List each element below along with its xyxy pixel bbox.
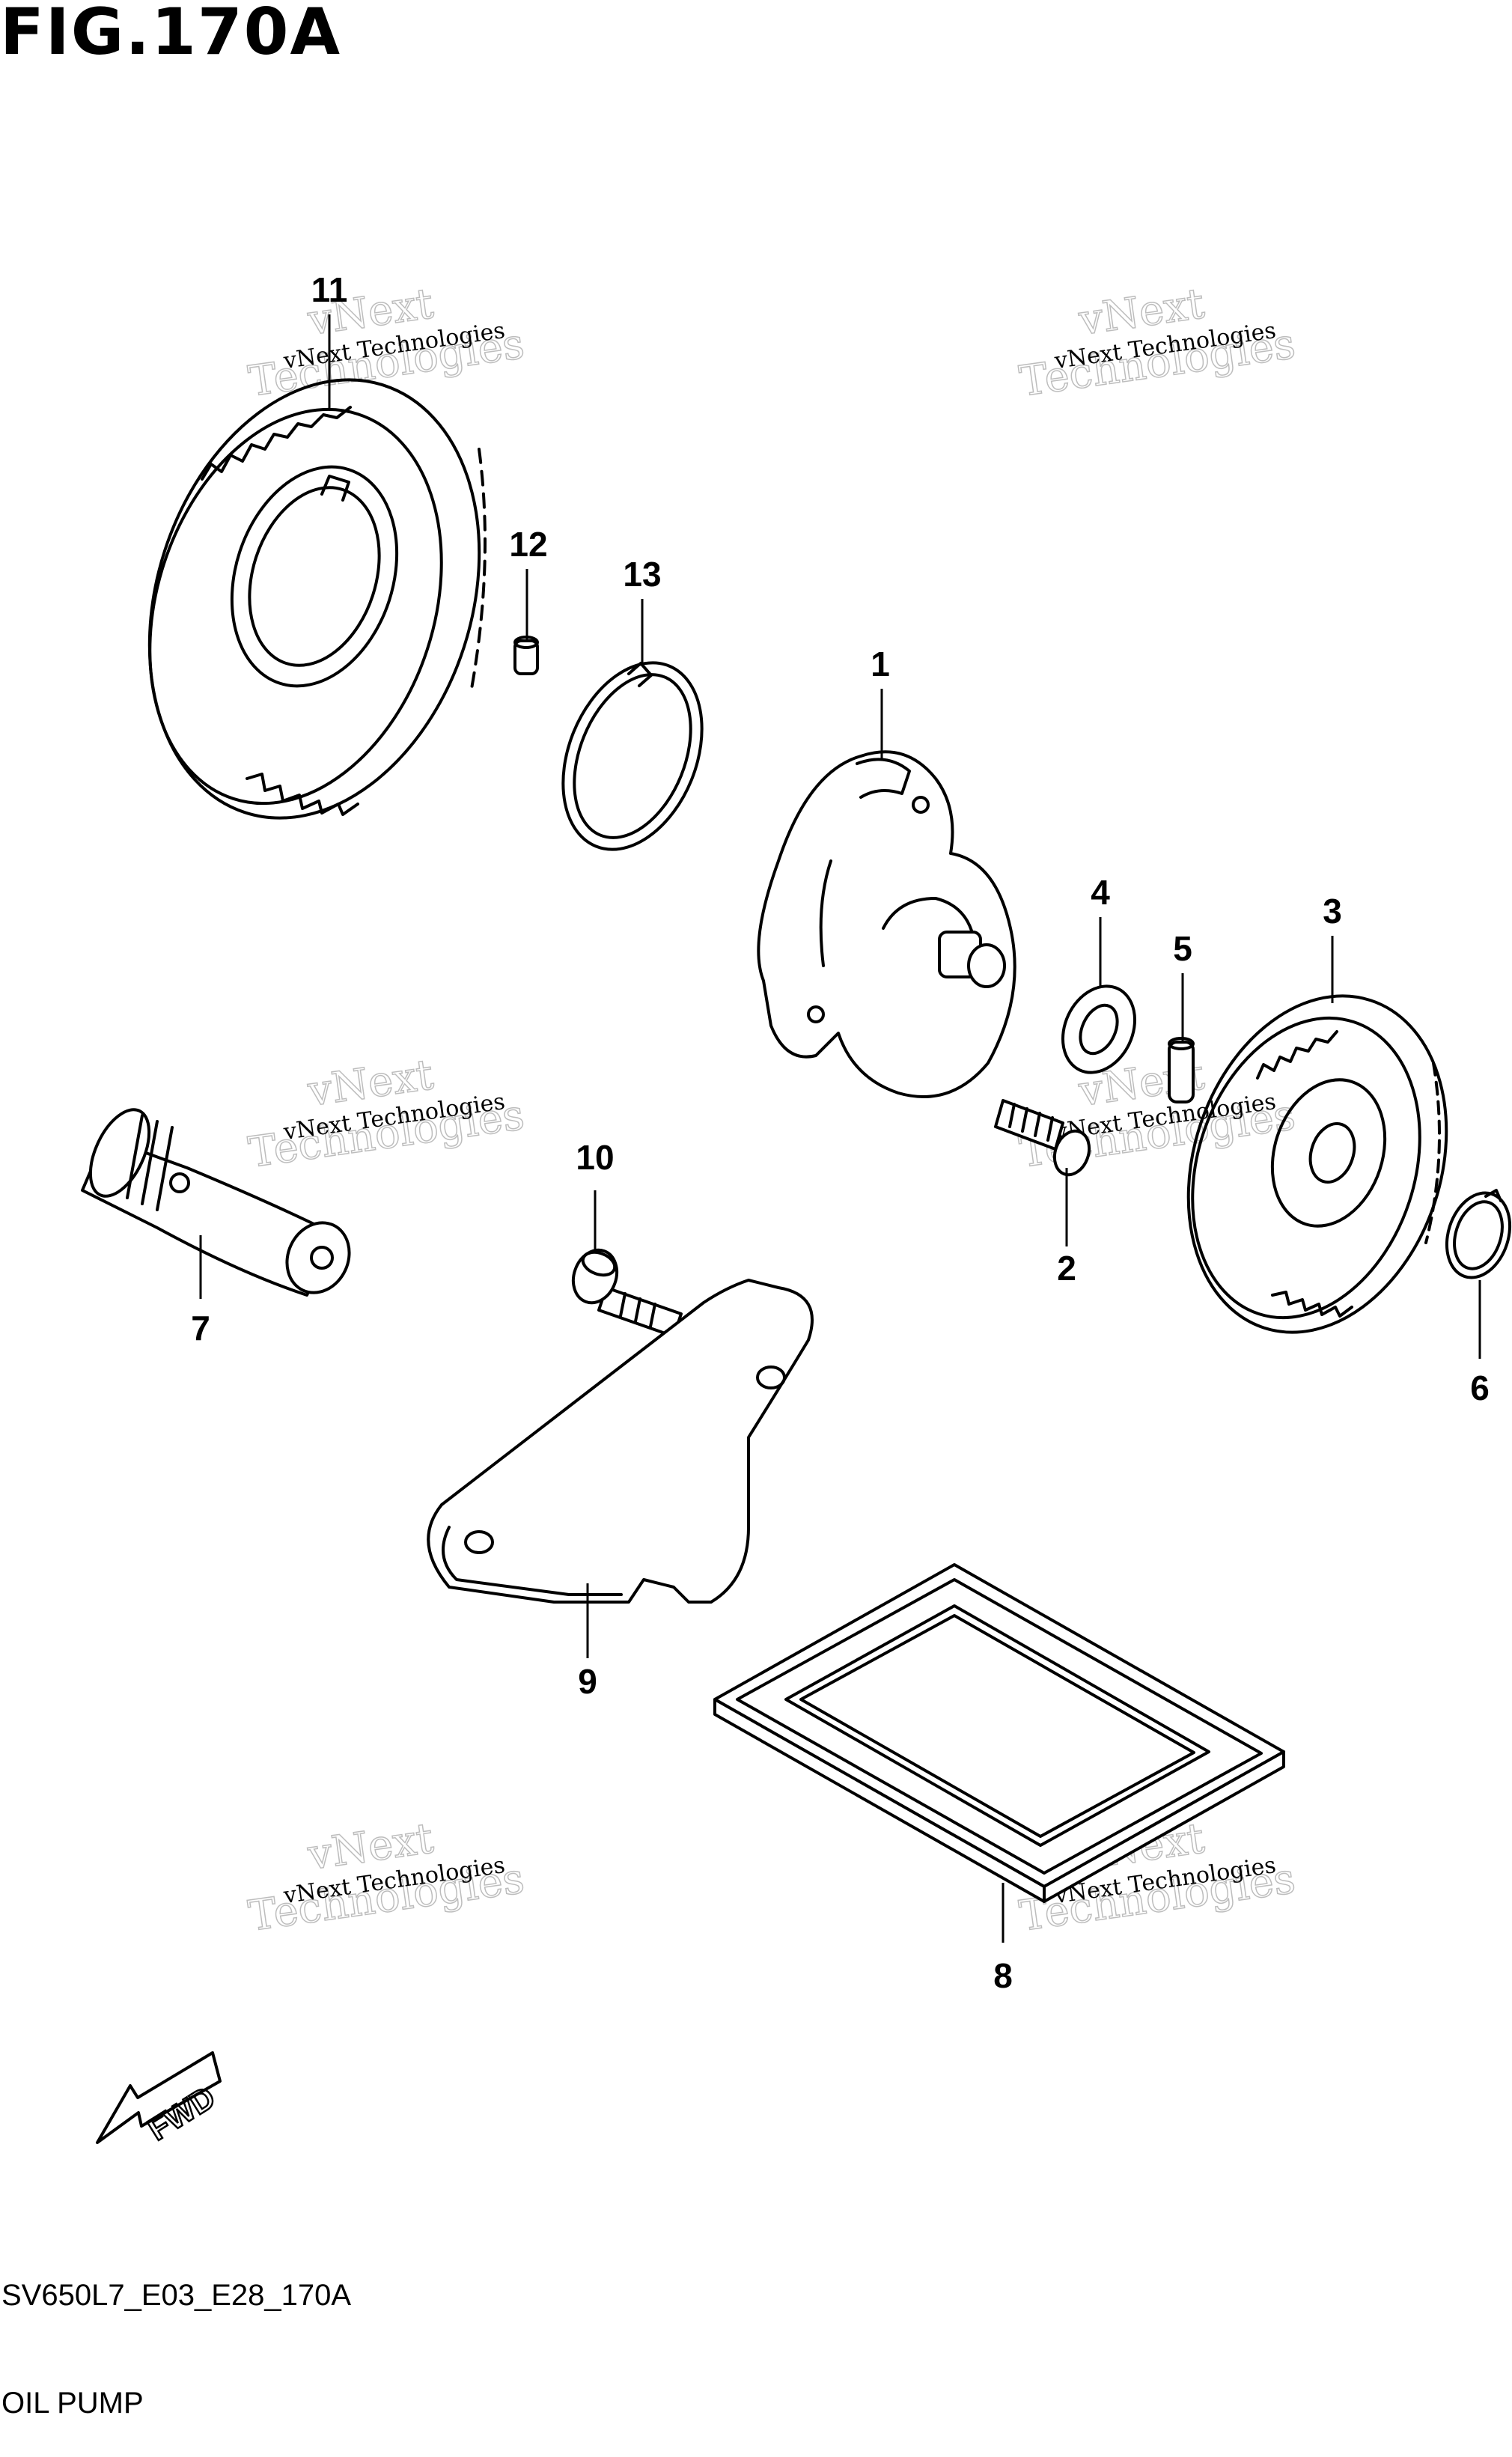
callout-6: 6 (1470, 1368, 1490, 1407)
part-11-drive-gear (147, 378, 487, 820)
part-9-oil-plate (427, 1279, 814, 1604)
part-7-pressure-switch (81, 1108, 351, 1297)
part-13-circlip (561, 661, 704, 851)
callout-4: 4 (1091, 873, 1110, 912)
diagram-code: SV650L7_E03_E28_170A (1, 2279, 352, 2312)
part-8-gasket (713, 1563, 1285, 1903)
callout-11: 11 (311, 270, 348, 309)
callout-5: 5 (1173, 929, 1192, 968)
figure-title: FIG.170A (0, 0, 342, 70)
part-10-bolt (571, 1248, 683, 1338)
diagram-name: OIL PUMP (1, 2387, 144, 2420)
watermark: Technologies vNext vNext Technologies (245, 1813, 528, 1941)
part-4-washer (1061, 984, 1137, 1074)
watermark: Technologies vNext vNext Technologies (1016, 1050, 1299, 1178)
callout-13: 13 (623, 555, 661, 594)
callout-9: 9 (578, 1662, 597, 1701)
callout-3: 3 (1323, 892, 1342, 931)
callouts: 11 12 13 1 4 5 3 2 6 7 10 9 8 (191, 270, 1490, 1995)
callout-1: 1 (871, 645, 890, 683)
part-3-driven-gear (1186, 994, 1448, 1334)
watermark: Technologies vNext vNext Technologies (245, 1050, 528, 1178)
watermark: Technologies vNext vNext Technologies (1016, 278, 1299, 407)
callout-2: 2 (1057, 1249, 1076, 1288)
callout-8: 8 (993, 1956, 1013, 1995)
callout-12: 12 (509, 525, 547, 564)
callout-7: 7 (191, 1309, 210, 1348)
part-2-screw (994, 1099, 1091, 1177)
part-1-oil-pump (757, 750, 1016, 1098)
part-12-pin (513, 636, 539, 675)
callout-10: 10 (576, 1138, 614, 1177)
part-6-circlip (1445, 1189, 1512, 1279)
leader-lines (199, 314, 1481, 1943)
fwd-arrow: FWD (96, 2051, 222, 2148)
part-5-pin (1168, 1037, 1195, 1103)
fwd-arrow-icon (96, 2051, 222, 2144)
